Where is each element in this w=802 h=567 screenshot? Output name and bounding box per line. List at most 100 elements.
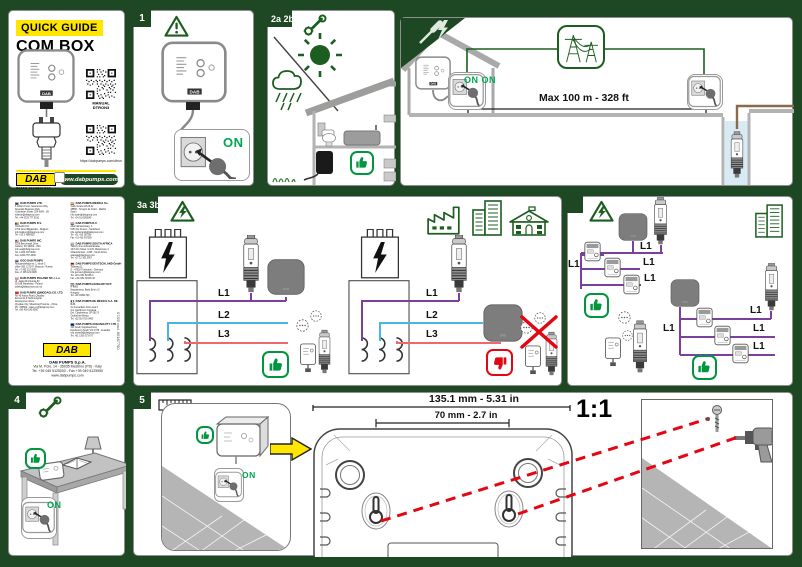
- qr-manual-caption: MANUAL DTRON3: [92, 101, 110, 111]
- meter-icon: [714, 325, 731, 346]
- meter-icon: [604, 257, 621, 278]
- l1-label: L1: [663, 323, 675, 334]
- warning-icon: [164, 15, 189, 37]
- thumbs-up-icon: [692, 355, 717, 380]
- building-icon: [755, 204, 783, 238]
- on-label: ON: [223, 135, 244, 150]
- combox-on-desk: [38, 461, 65, 481]
- outer-dimension-label: 135.1 mm - 5.31 in: [429, 393, 519, 405]
- house-indoor-scene: [272, 33, 396, 185]
- contact-entry: DAB PUMPS IBERICA S.L.Calle Verano 18-20…: [70, 201, 109, 220]
- step3b-panel: L1 L1 L1 L1 L1 L1 L1 L1: [567, 196, 793, 386]
- contact-entry: DAB PUMPS (QINGDAO) CO. LTD.No.40 Kaituo…: [15, 290, 64, 312]
- combox-icon-2: [483, 304, 523, 342]
- company-footer: DAB PUMPS S.p.A. Via M. Polo, 14 - 35035…: [31, 360, 104, 378]
- screwdriver-lightning-icon: [418, 19, 450, 45]
- school-icon: [509, 206, 549, 236]
- yellow-divider: [16, 170, 116, 172]
- document-code: 07/20 cod. 60187750: [116, 312, 121, 350]
- max-distance-label: Max 100 m - 328 ft: [539, 92, 629, 104]
- drill-scene: [641, 399, 773, 549]
- step2a-panel: 2a 2b: [267, 10, 396, 186]
- on-on-label: ON ON: [464, 75, 497, 85]
- thumbs-up-icon: [196, 426, 214, 444]
- contacts-panel: DAB PUMPS LTD.6 Gilbert Court, Newcomen …: [8, 196, 125, 386]
- plugged-device-icon: [303, 151, 333, 181]
- contacts-columns: DAB PUMPS LTD.6 Gilbert Court, Newcomen …: [15, 202, 126, 340]
- backplate-1to1-drawing: [312, 405, 573, 557]
- contacts-list: DAB PUMPS LTD.6 Gilbert Court, Newcomen …: [15, 202, 126, 340]
- l2-label: L2: [218, 310, 230, 321]
- meter-icon: [696, 307, 713, 328]
- l3-label: L3: [426, 329, 438, 340]
- factory-icon: [427, 206, 460, 235]
- combox-front: [161, 41, 227, 103]
- thumbs-down-icon: [486, 349, 513, 376]
- l1-label: L1: [753, 341, 765, 352]
- country-flag-icon: [15, 291, 19, 295]
- step2b-panel: ON ON Max 100 m - 328 ft: [400, 17, 794, 186]
- l1-label: L1: [644, 273, 656, 284]
- dab-logo: DAB: [16, 173, 56, 186]
- country-flag-icon: [15, 202, 19, 205]
- rain-cloud-icon: [272, 70, 302, 111]
- qr-code-link: [86, 125, 116, 155]
- scale-1to1-label: 1:1: [576, 395, 613, 423]
- country-flag-icon: [70, 242, 75, 246]
- thumbs-up-icon: [262, 351, 289, 378]
- country-flag-icon: [15, 277, 19, 280]
- country-flag-icon: [70, 323, 75, 327]
- l1-label: L1: [753, 323, 765, 334]
- building-icon: [472, 200, 502, 236]
- country-flag-icon: [70, 202, 75, 205]
- dab-logo-subtitle: WATER TECHNOLOGY: [16, 186, 52, 190]
- quick-guide-tag: QUICK GUIDE: [16, 20, 103, 36]
- country-flag-icon: [15, 239, 19, 243]
- pump-icon-2: [451, 235, 467, 293]
- three-phase-diagrams: [136, 200, 558, 376]
- country-flag-icon: [70, 222, 75, 226]
- bathtub-icon: [343, 130, 381, 146]
- red-cross-icon: [520, 315, 558, 349]
- screw-icon: [712, 405, 722, 432]
- step4-panel: 4: [8, 392, 126, 556]
- website-banner: www.dabpumps.com: [60, 174, 118, 185]
- on-label: ON: [242, 470, 256, 480]
- pump-icon-2: [765, 263, 778, 311]
- l2-label: L2: [426, 310, 438, 321]
- combox-icon-2: [670, 279, 700, 307]
- dab-logo-footer: DAB: [43, 343, 91, 357]
- step4-badge: 4: [8, 392, 26, 409]
- meter-icon: [732, 343, 749, 364]
- sun-icon: [298, 33, 342, 77]
- l1-label: L1: [426, 288, 438, 299]
- meter-icon: [584, 241, 601, 262]
- thumbs-up-icon: [25, 448, 46, 469]
- combox-icon: [618, 213, 648, 241]
- l1-label: L1: [643, 257, 655, 268]
- toilet-icon: [317, 122, 336, 147]
- well-outlet-inset: [687, 74, 723, 110]
- plug-icon: [54, 172, 65, 183]
- country-flag-icon: [70, 282, 75, 286]
- pump-icon: [243, 235, 259, 293]
- on-label: ON: [47, 500, 62, 510]
- l1-label: L1: [640, 241, 652, 252]
- step3-badge: 3a 3b: [133, 196, 158, 213]
- contact-entry: DAB PUMPS DE MÉXICO S.A. DE C.V.Av Amste…: [70, 299, 118, 321]
- contact-entry: DAB PUMPS POLAND SP. z o.o.Ul. Janka Muz…: [15, 276, 61, 289]
- qr-code-manual: [86, 69, 116, 99]
- step3b-corner: [567, 196, 583, 213]
- book-icon: [61, 457, 93, 470]
- l1-label: L1: [218, 288, 230, 299]
- step5-panel: 5: [133, 392, 793, 557]
- country-flag-icon: [70, 300, 75, 303]
- yellow-arrow-icon: [270, 437, 312, 461]
- drill-icon: [734, 427, 772, 463]
